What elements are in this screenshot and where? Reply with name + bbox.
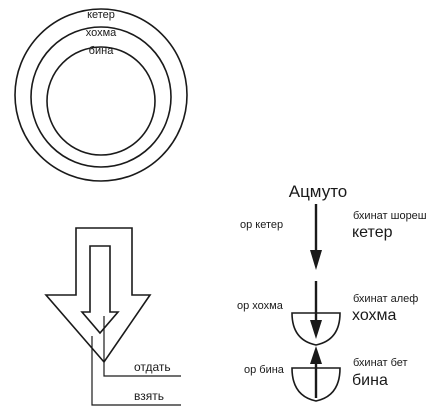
arrow-up-bina <box>310 346 322 398</box>
vessel-hochma <box>291 312 341 346</box>
arrowhead-up <box>310 346 322 364</box>
circle-outer <box>14 8 188 182</box>
give-label: отдать <box>134 360 171 374</box>
light-label-keter: ор кетер <box>240 219 283 231</box>
circle-label-hochma: хохма <box>86 27 117 39</box>
name-label-keter: кетер <box>352 224 393 241</box>
vessel-bina <box>291 367 341 402</box>
take-leader <box>91 336 181 406</box>
arrow-down-keter <box>310 204 322 270</box>
scheme-title: Ацмуто <box>289 182 348 201</box>
name-label-bina: бина <box>352 372 388 389</box>
phase-label-keter: бхинат шореш <box>353 210 427 222</box>
light-label-bina: ор бина <box>244 364 285 376</box>
name-label-hochma: хохма <box>352 307 397 324</box>
phase-label-bina: бхинат бет <box>353 357 408 369</box>
circle-label-bina: бина <box>89 45 115 57</box>
give-take-arrow <box>44 227 152 364</box>
arrowhead-down-2 <box>310 320 322 339</box>
arrowhead-down-1 <box>310 250 322 270</box>
leader-lines <box>91 316 181 406</box>
circle-inner <box>46 46 156 156</box>
give-leader <box>103 316 181 377</box>
phase-label-hochma: бхинат алеф <box>353 293 418 305</box>
light-label-hochma: ор хохма <box>237 300 284 312</box>
circle-label-keter: кетер <box>87 9 115 21</box>
take-label: взять <box>134 389 164 403</box>
circle-middle <box>30 26 172 168</box>
inner-arrow-outline <box>80 245 120 335</box>
concentric-circles <box>14 8 188 182</box>
arrow-down-hochma <box>310 281 322 339</box>
outer-arrow-outline <box>44 227 152 364</box>
